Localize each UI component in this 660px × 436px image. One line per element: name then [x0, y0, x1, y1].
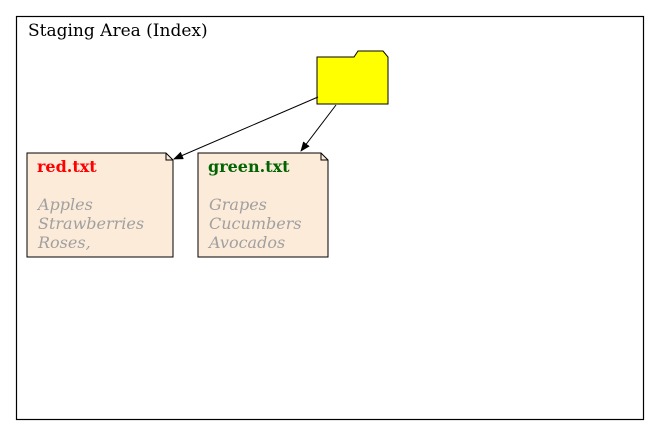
- note-shape: [26, 152, 174, 258]
- folder-shape: [316, 50, 389, 105]
- note-fold: [320, 153, 328, 161]
- note-fold: [165, 153, 173, 161]
- file-line: Avocados: [207, 233, 285, 252]
- file-name: red.txt: [37, 157, 97, 176]
- note-shape: [197, 152, 329, 258]
- file-line: Grapes: [209, 195, 267, 214]
- file-line: Cucumbers: [209, 214, 302, 233]
- file-node-green[interactable]: green.txt Grapes Cucumbers Avocados: [197, 152, 329, 258]
- file-line: Roses,: [37, 233, 91, 252]
- file-node-red[interactable]: red.txt Apples Strawberries Roses,: [26, 152, 174, 258]
- file-line: Strawberries: [38, 214, 144, 233]
- edge-folder-to-red: [173, 96, 319, 160]
- cluster-border: [15, 15, 645, 421]
- cluster-title: Staging Area (Index): [28, 21, 208, 41]
- folder-icon[interactable]: [316, 50, 389, 105]
- file-name: green.txt: [208, 157, 290, 176]
- staging-area-cluster: Staging Area (Index): [15, 15, 645, 421]
- file-line: Apples: [36, 195, 93, 214]
- edge-folder-to-green: [300, 104, 337, 152]
